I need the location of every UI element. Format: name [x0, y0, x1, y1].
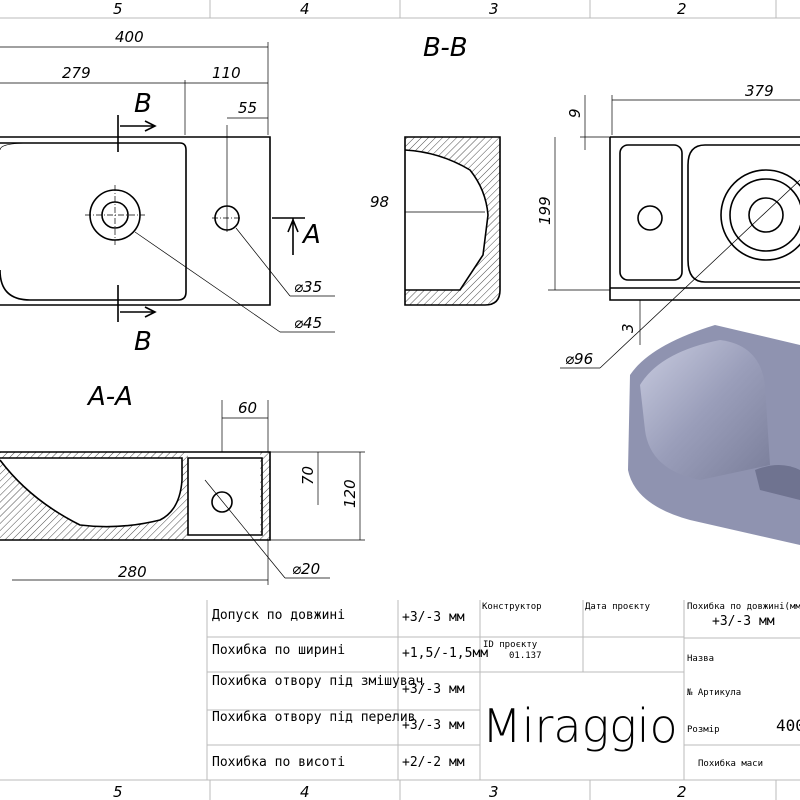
- section-aa-title: A-A: [86, 382, 133, 412]
- zone-label: 3: [489, 783, 499, 800]
- dim-d35: ⌀35: [294, 278, 322, 296]
- tolerance-value: +1,5/-1,5мм: [402, 646, 488, 661]
- top-view: 400 279 110 55 ⌀35 ⌀45 B B A: [0, 28, 335, 357]
- section-mark-b: B: [134, 327, 152, 357]
- zone-label: 2: [677, 0, 687, 18]
- tolerance-value: +3/-3 мм: [402, 610, 465, 625]
- tolerance-label: Похибка отвору під перелив: [212, 710, 416, 725]
- name-label: Назва: [687, 654, 714, 664]
- tolerance-label: Похибка по висоті: [212, 755, 345, 770]
- tolerance-label: Похибка по ширині: [212, 643, 345, 658]
- dim-120: 120: [341, 479, 359, 508]
- dim-d96: ⌀96: [565, 350, 593, 368]
- side-view: 379 9 199 3 ⌀96: [536, 82, 800, 369]
- dim-d20: ⌀20: [292, 560, 320, 578]
- size-label: Розмір: [687, 725, 720, 735]
- zone-label: 2: [677, 783, 687, 800]
- zone-label: 4: [300, 783, 310, 800]
- length-tol-label: Похибка по довжині(мм): [687, 601, 800, 612]
- dim-279: 279: [62, 64, 91, 82]
- article-label: № Артикула: [686, 688, 741, 698]
- section-bb-view: B-B 98: [370, 33, 501, 306]
- dim-60: 60: [238, 399, 257, 417]
- tolerance-value: +3/-3 мм: [402, 682, 465, 697]
- title-block: Допуск по довжині +3/-3 мм Похибка по ши…: [206, 600, 800, 780]
- designer-label: Конструктор: [482, 602, 542, 612]
- dim-379: 379: [745, 82, 774, 100]
- section-mark-b: B: [134, 89, 152, 119]
- section-mark-a: A: [301, 220, 321, 250]
- zone-label: 5: [113, 783, 123, 800]
- section-aa-view: A-A 60 70 120 280 ⌀20: [0, 382, 365, 585]
- zone-label: 3: [489, 0, 499, 18]
- tolerance-label: Похибка отвору під змішувач: [212, 674, 423, 689]
- section-bb-title: B-B: [423, 33, 468, 63]
- tolerance-value: +3/-3 мм: [402, 718, 465, 733]
- dim-400: 400: [115, 28, 144, 46]
- date-label: Дата проєкту: [585, 602, 651, 612]
- dim-199: 199: [536, 196, 554, 225]
- dim-280: 280: [118, 563, 147, 581]
- dim-3: 3: [619, 323, 637, 333]
- dim-9: 9: [566, 108, 584, 118]
- dim-70: 70: [299, 466, 317, 485]
- dim-d45: ⌀45: [294, 314, 322, 332]
- length-tol-value: +3/-3 мм: [712, 614, 775, 629]
- zone-label: 5: [113, 0, 123, 18]
- tolerance-value: +2/-2 мм: [402, 755, 465, 770]
- brand-logo: Miraggio: [482, 699, 678, 753]
- bottom-ruler: 5 4 3 2: [0, 779, 800, 800]
- dim-55: 55: [238, 99, 257, 117]
- project-id-label: ID проєкту: [483, 640, 538, 650]
- top-ruler: 5 4 3 2: [0, 0, 800, 19]
- zone-label: 4: [300, 0, 310, 18]
- dim-98: 98: [370, 193, 389, 211]
- size-value: 400: [776, 716, 800, 735]
- mass-tol-label: Похибка маси: [698, 758, 763, 769]
- dim-110: 110: [212, 64, 241, 82]
- tolerance-label: Допуск по довжині: [212, 608, 345, 623]
- sink-3d-render: [628, 325, 800, 545]
- project-id: 01.137: [509, 651, 542, 661]
